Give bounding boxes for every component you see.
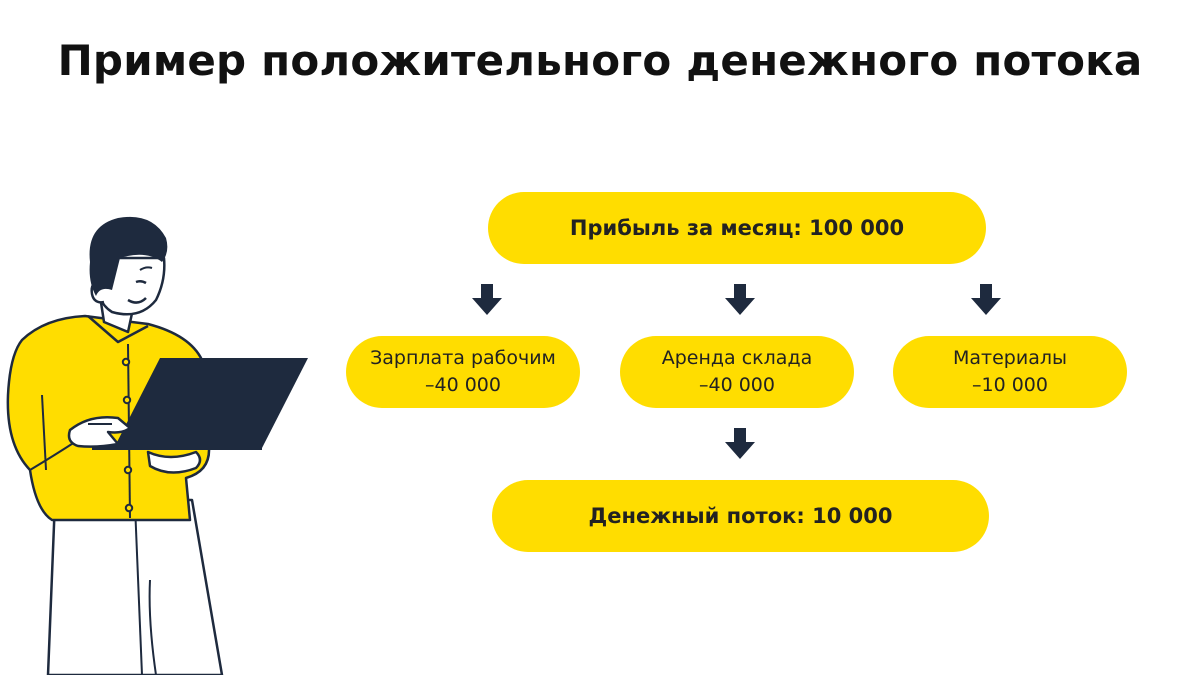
expense-label: Материалы	[953, 347, 1067, 369]
expense-label: Зарплата рабочим	[370, 347, 556, 369]
arrow-down-icon	[472, 284, 502, 315]
expense-label: Аренда склада	[661, 347, 813, 369]
expense-amount: –40 000	[699, 374, 775, 396]
expense-box-rent: Аренда склада –40 000	[620, 336, 854, 408]
page-title: Пример положительного денежного потока	[57, 36, 1143, 85]
expense-box-salary: Зарплата рабочим –40 000	[346, 336, 580, 408]
arrow-down-icon	[725, 284, 755, 315]
arrow-down-icon	[971, 284, 1001, 315]
expense-amount: –10 000	[972, 374, 1048, 396]
arrow-down-icon	[725, 428, 755, 459]
profit-box: Прибыль за месяц: 100 000	[488, 192, 986, 264]
cash-flow-box: Денежный поток: 10 000	[492, 480, 989, 552]
expense-box-materials: Материалы –10 000	[893, 336, 1127, 408]
expense-amount: –40 000	[425, 374, 501, 396]
person-with-laptop-illustration	[6, 216, 308, 675]
cash-flow-label: Денежный поток: 10 000	[588, 504, 893, 528]
profit-label: Прибыль за месяц: 100 000	[569, 216, 905, 240]
